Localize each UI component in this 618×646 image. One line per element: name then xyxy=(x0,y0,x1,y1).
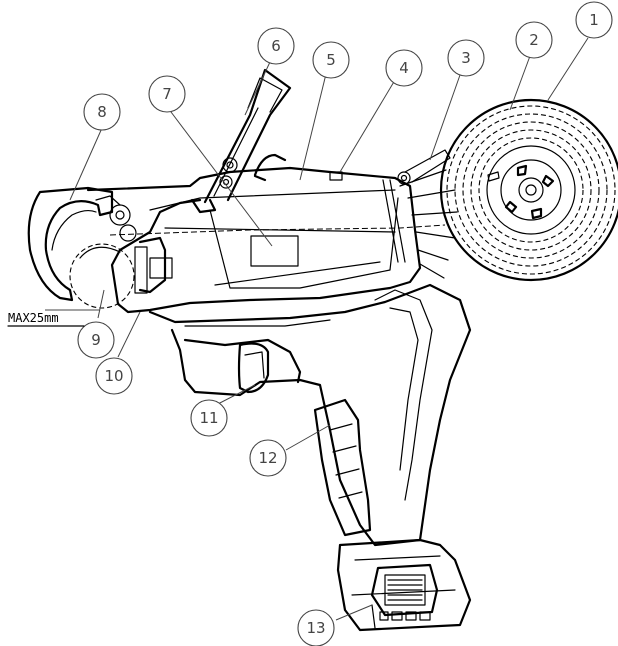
callout-2: 2 xyxy=(515,21,553,59)
callout-10-label: 10 xyxy=(104,367,123,385)
callout-12-label: 12 xyxy=(258,449,277,467)
callout-9: 9 xyxy=(77,321,115,359)
callout-2-label: 2 xyxy=(529,31,539,49)
callout-9-label: 9 xyxy=(91,331,101,349)
callout-1: 1 xyxy=(575,1,613,39)
callout-1-label: 1 xyxy=(589,11,599,29)
callout-6-label: 6 xyxy=(271,37,281,55)
callout-8-label: 8 xyxy=(97,103,107,121)
callout-12: 12 xyxy=(249,439,287,477)
callout-13: 13 xyxy=(297,609,335,646)
callout-3: 3 xyxy=(447,39,485,77)
wire-reel xyxy=(439,98,618,282)
wire-guide-arms xyxy=(397,149,458,279)
callout-13-label: 13 xyxy=(306,619,325,637)
callout-5: 5 xyxy=(312,41,350,79)
tool-body xyxy=(86,166,446,314)
callout-7: 7 xyxy=(148,75,186,113)
callout-10: 10 xyxy=(95,357,133,395)
callout-6: 6 xyxy=(257,27,295,65)
max-capacity-label: MAX25mm xyxy=(8,311,59,325)
callout-8: 8 xyxy=(83,93,121,131)
binding-hook xyxy=(27,186,137,309)
release-lever xyxy=(190,68,292,214)
callout-7-label: 7 xyxy=(162,85,172,103)
handle-grip xyxy=(148,283,472,547)
callout-11: 11 xyxy=(190,399,228,437)
battery-pack xyxy=(336,538,472,632)
callout-4: 4 xyxy=(385,49,423,87)
callout-11-label: 11 xyxy=(199,409,218,427)
callout-5-label: 5 xyxy=(326,51,336,69)
leader-lines xyxy=(45,37,589,621)
callout-3-label: 3 xyxy=(461,49,471,67)
callout-4-label: 4 xyxy=(399,59,409,77)
